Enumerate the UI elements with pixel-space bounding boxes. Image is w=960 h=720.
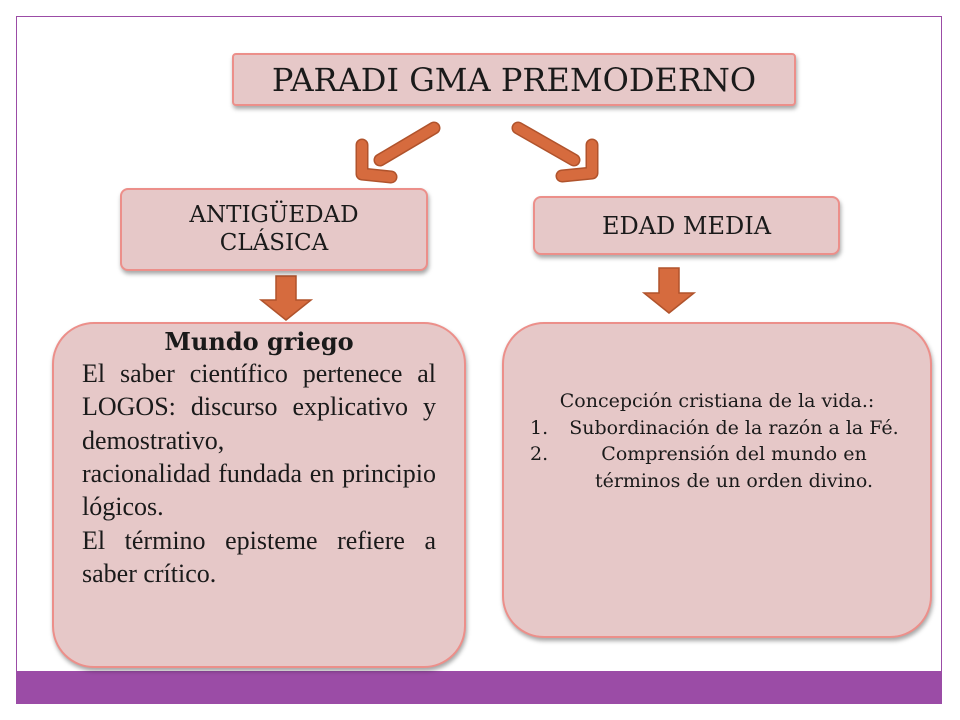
node-antiguedad-clasica: ANTIGÜEDAD CLÁSICA	[120, 188, 428, 271]
title-node: PARADI GMA PREMODERNO	[232, 53, 796, 106]
mundo-griego-paragraph-2: racionalidad fundada en principio lógico…	[82, 458, 436, 522]
title-text: PARADI GMA PREMODERNO	[271, 60, 757, 99]
list-item-number: 2.	[530, 443, 549, 466]
mundo-griego-paragraph-3: El término episteme refiere a saber crít…	[82, 525, 436, 588]
list-item-text: Comprensión del mundo en términos de un …	[594, 443, 874, 492]
bottom-accent-bar	[16, 671, 942, 704]
concepcion-cristiana-list: 1. Subordinación de la razón a la Fé. 2.…	[530, 415, 904, 495]
node-edad-media-label: EDAD MEDIA	[601, 211, 772, 240]
mundo-griego-heading: Mundo griego	[164, 327, 354, 356]
concepcion-cristiana-intro: Concepción cristiana de la vida.:	[559, 390, 875, 412]
detail-concepcion-cristiana: Concepción cristiana de la vida.: 1. Sub…	[502, 322, 932, 638]
list-item: 1. Subordinación de la razón a la Fé.	[530, 415, 904, 442]
list-item-text: Subordinación de la razón a la Fé.	[569, 416, 899, 439]
node-edad-media: EDAD MEDIA	[533, 196, 840, 255]
mundo-griego-paragraph-1: El saber científico pertenece al LOGOS: …	[82, 359, 436, 455]
node-antiguedad-label: ANTIGÜEDAD CLÁSICA	[189, 201, 359, 256]
detail-mundo-griego: Mundo griego El saber científico pertene…	[52, 322, 466, 668]
list-item: 2. Comprensión del mundo en términos de …	[530, 441, 904, 494]
list-item-number: 1.	[530, 416, 549, 439]
